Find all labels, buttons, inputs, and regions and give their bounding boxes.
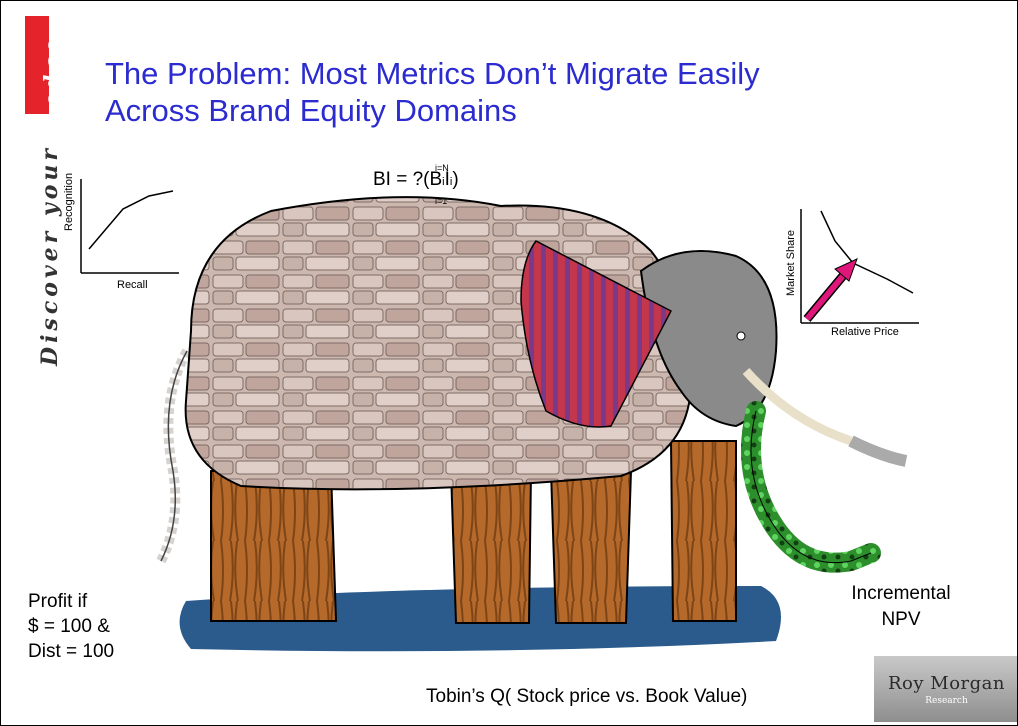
formula-lower-limit: i=1: [435, 196, 448, 206]
left-chart-xlabel: Recall: [117, 279, 148, 291]
title-line-1: The Problem: Most Metrics Don’t Migrate …: [105, 56, 760, 91]
right-chart-xlabel: Relative Price: [831, 326, 899, 338]
profit-label: Profit if $ = 100 & Dist = 100: [28, 591, 115, 662]
title-line-2: Across Brand Equity Domains: [105, 93, 517, 128]
slide-title: The Problem: Most Metrics Don’t Migrate …: [105, 55, 925, 129]
brand-red-block: [25, 16, 49, 114]
brand-index-formula: BI = ?(BiIi) i=N i=1: [373, 163, 459, 206]
logo-sub: Research: [925, 695, 968, 706]
right-chart-ylabel: Market Share: [785, 229, 797, 296]
roy-morgan-logo: Roy Morgan Research: [874, 656, 1017, 722]
tobin-q-label: Tobin’s Q( Stock price vs. Book Value): [426, 686, 748, 707]
formula-upper-limit: i=N: [435, 163, 449, 173]
recall-recognition-chart: [80, 179, 179, 274]
incremental-npv-label: Incremental NPV: [851, 583, 951, 630]
left-chart-ylabel: Recognition: [63, 172, 75, 231]
price-share-chart: [800, 209, 919, 324]
logo-name: Roy Morgan: [888, 672, 1005, 694]
brand-strip: edge Discover your: [1, 1, 66, 725]
